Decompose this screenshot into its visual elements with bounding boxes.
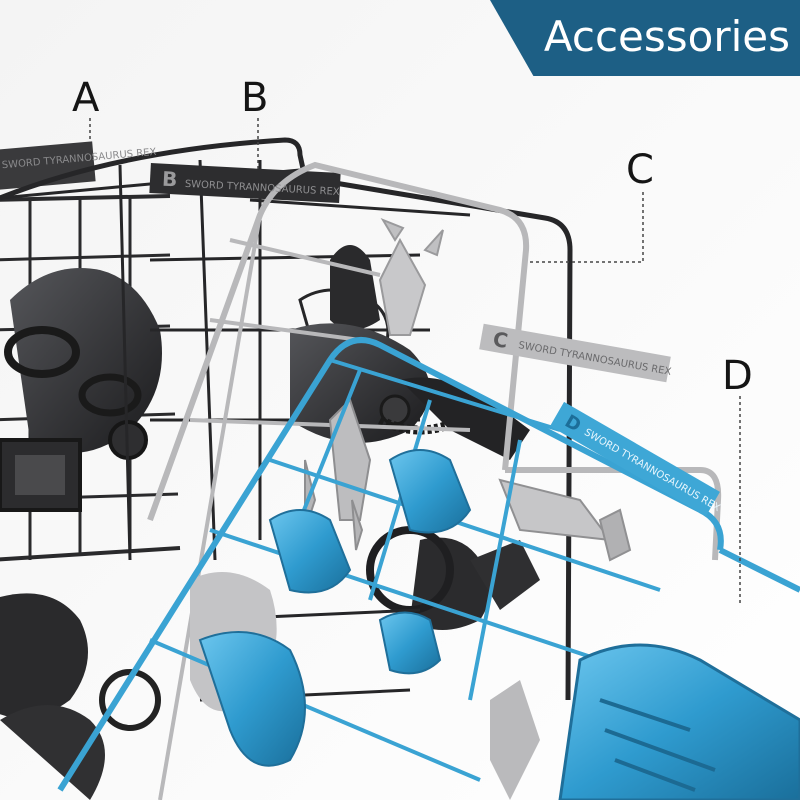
callout-label-b: B [241,75,269,121]
callout-label-a: A [72,75,100,121]
callout-label-d: D [722,353,753,399]
sprue-d [57,337,800,800]
sprue-b-tag: B [161,167,177,192]
leader-line-c [528,192,644,263]
callout-label-c: C [626,147,654,193]
banner-title: Accessories [543,12,790,61]
sprue-c-tag: C [491,327,510,353]
callout-lines [89,118,741,604]
accessories-banner [490,0,800,76]
